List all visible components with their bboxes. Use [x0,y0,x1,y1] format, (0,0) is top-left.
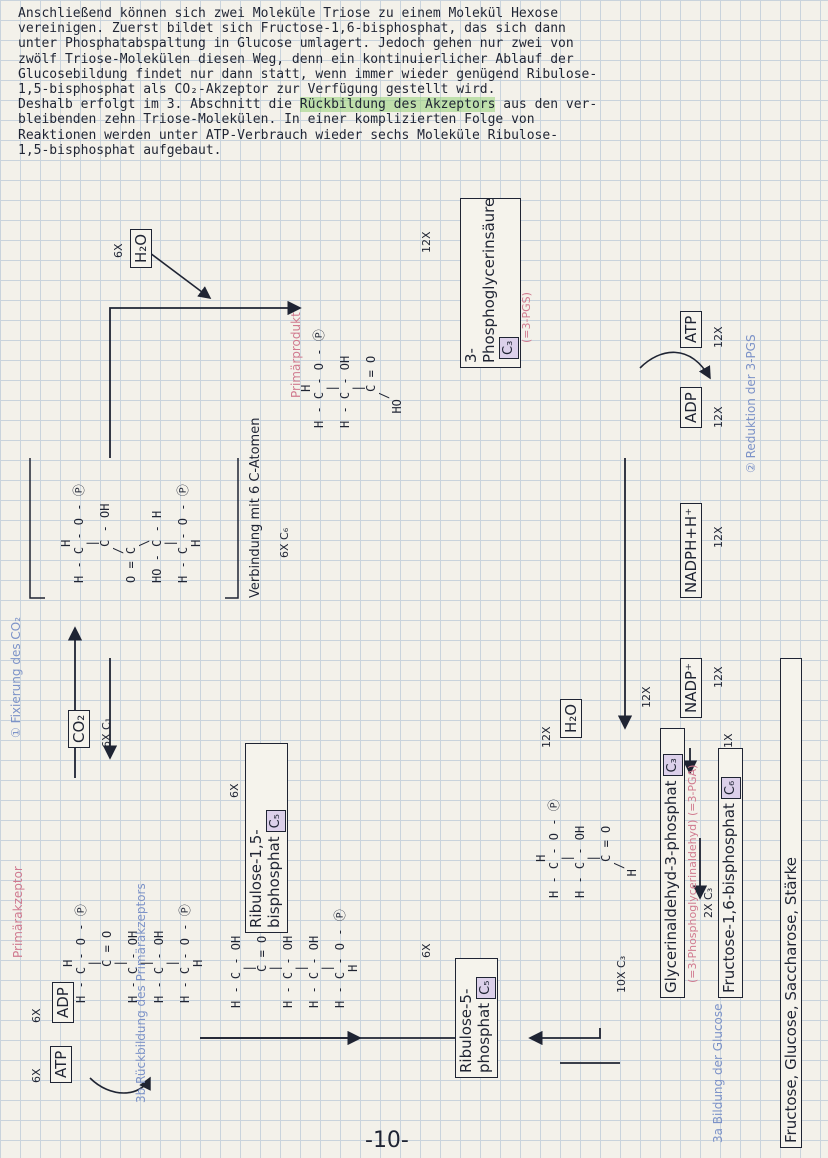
count-6x-adp: 6X [30,1008,43,1023]
count-12x-nadph: 12X [712,526,725,548]
ru5p-c5-badge: C₅ [476,976,496,999]
intro-line-7: Deshalb erfolgt im 3. Abschnitt die Rück… [18,97,598,113]
primary-acceptor-label: Primärakzeptor [11,866,25,958]
intermediate-structure: H H - C - O - Ⓟ | C - OH / O = C \ HO - … [59,484,203,583]
count-6x-rubp: 6X [228,783,241,798]
count-12x-adp: 12X [712,406,725,428]
atp-box-top: ATP [680,310,702,348]
count-12x-atp: 12X [712,326,725,348]
pgs-c3-badge: C₃ [499,336,519,359]
adp-box-top: ADP [680,387,702,428]
count-12x-pgs: 12X [420,231,433,253]
pgs-abbrev: (=3-PGS) [520,292,533,343]
intro-line-2: vereinigen. Zuerst bildet sich Fructose-… [18,21,566,37]
step-1-label: ① Fixierung des CO₂ [9,616,23,738]
sugars-box: Fructose, Glucose, Saccharose, Stärke [780,658,802,1148]
intro-line-8: bleibenden zehn Triose-Molekülen. In ein… [18,112,535,128]
step-2-label: ② Reduktion der 3-PGS [744,334,758,473]
calvin-cycle-diagram: ATP ADP 6X 6X Primärakzeptor H H - C - O… [0,158,828,1158]
intro-line-3: unter Phosphatabspaltung in Glucose umla… [18,36,574,52]
h2o-box-mid: H₂O [560,698,582,738]
count-12x-nadp: 12X [712,666,725,688]
intro-line-5: Glucosebildung findet nur dann statt, we… [18,66,598,82]
highlighted-phrase: Rückbildung des Akzeptors [299,97,496,113]
count-12x-gap: 12X [640,686,653,708]
gap-box: Glycerinaldehyd-3-phosphatC₃ [660,728,685,998]
ru5p-box: Ribulose-5-phosphatC₅ [455,958,498,1078]
nadp-box: NADP⁺ [680,658,702,718]
step-3a-label: 3a Bildung der Glucose [711,1003,725,1143]
co2-count: 6X C₁ [100,717,113,748]
nadph-box: NADPH+H⁺ [680,502,702,598]
page-number: -10- [365,1128,409,1153]
fbp-box: Fructose-1,6-bisphosphatC₆ [718,748,743,998]
count-6x-ru5p: 6X [420,943,433,958]
fbp-c6-badge: C₆ [721,776,741,800]
h2o-box-top: H₂O [130,228,152,268]
intermediate-label: Verbindung mit 6 C-Atomen [248,417,263,598]
gap-c3-badge: C₃ [663,754,683,777]
intro-line-6: 1,5-bisphosphat als CO₂-Akzeptor zur Ver… [18,82,496,98]
gap-structure: H H - C - O - Ⓟ | H - C - OH | C = O / H [534,799,639,898]
rubp-c5-badge: C₅ [266,810,286,833]
atp-box-bottom: ATP [50,1045,72,1083]
count-10x-c3: 10X C₃ [615,955,628,993]
count-6x-h2o-top: 6X [112,243,125,258]
pgs-structure: H H - C - O - Ⓟ | H - C - OH | C = O / H… [299,329,404,428]
count-2x-c3: 2X C₃ [702,887,715,918]
ru5p-structure: H - C - OH | C = O | H - C - OH | H - C … [229,909,360,1008]
cycle-arrows [29,252,711,1094]
count-1x-fbp: 1X [722,733,735,748]
intro-line-4: zwölf Triose-Molekülen diesen Weg, denn … [18,51,574,67]
count-12x-h2o-mid: 12X [540,726,553,748]
intro-line-1: Anschließend können sich zwei Moleküle T… [18,6,559,21]
intro-text: Anschließend können sich zwei Moleküle T… [18,6,818,158]
intro-line-10: 1,5-bisphosphat aufgebaut. [18,142,222,158]
count-6x-atp: 6X [30,1068,43,1083]
intermediate-count: 6X C₆ [278,527,291,558]
intro-line-9: Reaktionen werden unter ATP-Verbrauch wi… [18,127,559,143]
rubp-box: Ribulose-1,5-bisphosphatC₅ [245,743,288,933]
step-3b-label: 3b Rückbildung des Primärakzeptors [134,883,148,1103]
gap-alias: (=3-Phosphoglycerinaldehyd) (=3-PGA) [686,764,699,983]
co2-box: CO₂ [68,709,90,748]
